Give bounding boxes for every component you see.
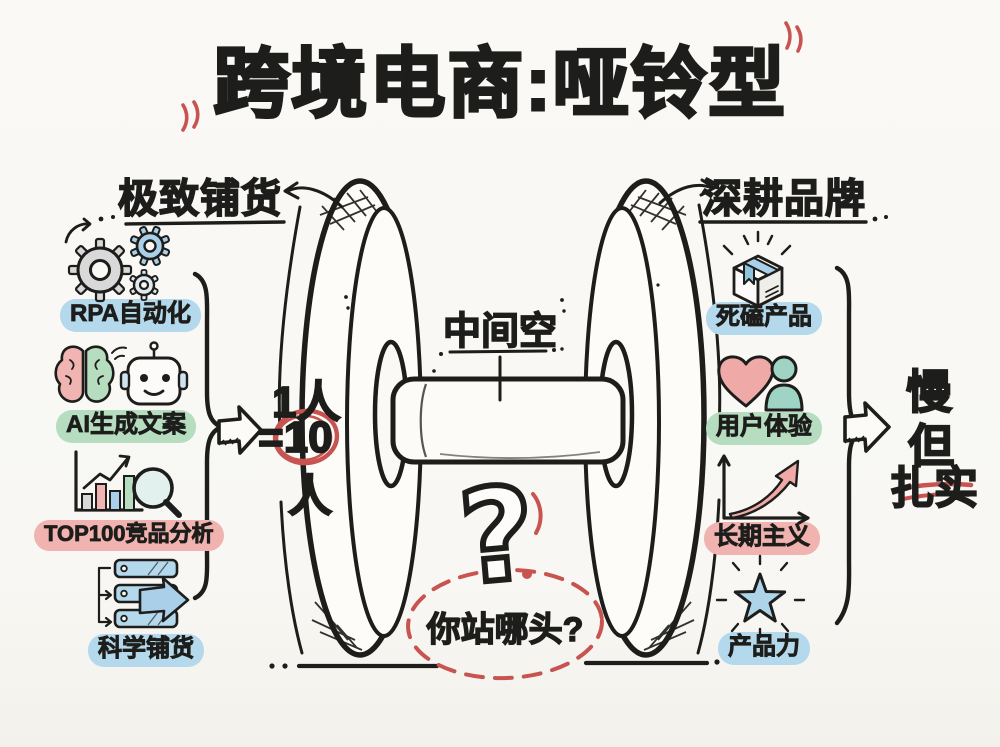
label-product-power: 产品力 bbox=[718, 632, 810, 665]
label-long-termism: 长期主义 bbox=[704, 522, 820, 555]
left-result-line1: 1人 bbox=[271, 377, 341, 428]
label-ai-copywriting: AI生成文案 bbox=[56, 410, 196, 443]
heart-user-icon bbox=[717, 355, 804, 412]
left-heading: 极致铺货 bbox=[117, 176, 282, 222]
red-dashed-oval bbox=[406, 567, 604, 681]
growth-curve-icon bbox=[717, 454, 810, 525]
dumbbell-bar bbox=[390, 376, 626, 465]
bar-label-pointer bbox=[448, 349, 548, 402]
gears-icon bbox=[64, 217, 171, 303]
red-circle-10 bbox=[272, 408, 340, 466]
bar-chart-magnifier-icon bbox=[74, 450, 182, 518]
right-result-line2: 但 bbox=[907, 419, 955, 473]
left-result-line2: =10 bbox=[257, 412, 333, 463]
star-icon bbox=[715, 554, 806, 639]
title-accent-right bbox=[784, 21, 803, 53]
question-text: 你站哪头? bbox=[426, 610, 584, 649]
label-scientific-listing: 科学铺货 bbox=[88, 634, 204, 667]
package-icon bbox=[722, 230, 792, 308]
right-result-line1: 慢 bbox=[905, 365, 953, 419]
right-brace bbox=[834, 265, 870, 626]
servers-flow-icon bbox=[97, 558, 190, 629]
right-result-line3: 扎实 bbox=[889, 463, 979, 514]
right-heading: 深耕品牌 bbox=[701, 176, 866, 222]
right-flow-arrow bbox=[843, 401, 891, 453]
right-heading-arrow bbox=[658, 178, 716, 205]
left-heading-underline bbox=[124, 220, 286, 226]
page-title: 跨境电商:哑铃型 bbox=[212, 41, 787, 129]
ground-lines bbox=[296, 660, 710, 669]
left-wheel-depth-arc bbox=[277, 205, 304, 655]
label-rpa-automation: RPA自动化 bbox=[60, 299, 201, 332]
title-accent-left bbox=[181, 100, 200, 132]
label-top100-analysis: TOP100竞品分析 bbox=[34, 520, 224, 551]
left-heading-arrow bbox=[283, 181, 344, 209]
left-flow-arrow bbox=[217, 405, 263, 455]
red-dot bbox=[522, 569, 532, 579]
bar-label: 中间空 bbox=[442, 310, 558, 354]
question-mark: ? bbox=[454, 459, 541, 614]
red-accent-arc bbox=[531, 492, 543, 535]
label-product-obsession: 死磕产品 bbox=[706, 302, 822, 335]
red-underline-solid bbox=[895, 481, 974, 501]
label-user-experience: 用户体验 bbox=[706, 412, 822, 445]
left-result-line3: 人 bbox=[287, 471, 333, 522]
brain-robot-icon bbox=[54, 341, 189, 406]
